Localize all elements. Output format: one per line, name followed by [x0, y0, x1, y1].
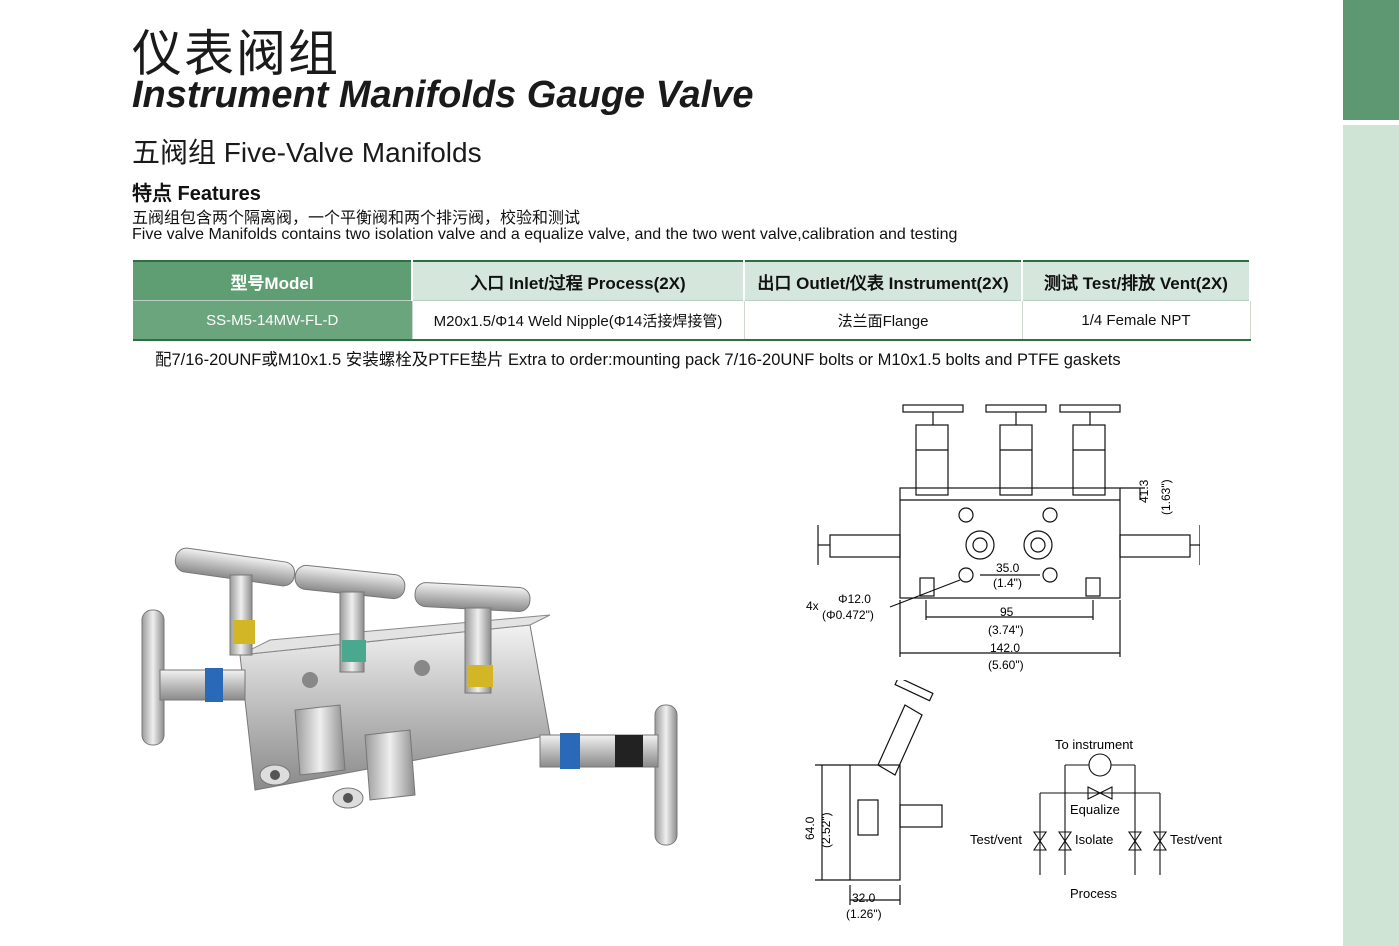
dim-5-60: (5.60") [988, 658, 1024, 672]
dim-3-74: (3.74") [988, 623, 1024, 637]
dim-1-4: (1.4") [993, 576, 1022, 590]
dim-32: 32.0 [852, 891, 876, 905]
table-header-row: 型号Model 入口 Inlet/过程 Process(2X) 出口 Outle… [133, 260, 1251, 301]
cell-test: 1/4 Female NPT [1022, 300, 1251, 341]
dim-2-52: (2.52") [819, 812, 833, 848]
dim-35: 35.0 [996, 561, 1020, 575]
label-process: Process [1070, 886, 1117, 901]
col-header-inlet: 入口 Inlet/过程 Process(2X) [412, 260, 745, 301]
dim-64: 64.0 [803, 816, 817, 840]
label-equalize: Equalize [1070, 802, 1120, 817]
side-accent-bar-top [1343, 0, 1399, 120]
right-handle [654, 704, 678, 846]
features-text-en: Five valve Manifolds contains two isolat… [132, 226, 958, 243]
cell-model: SS-M5-14MW-FL-D [133, 300, 413, 341]
dimension-drawing: 41.3 (1.63") 35.0 (1.4") 4x Φ12.0 (Φ0.47… [806, 404, 1200, 672]
dim-95: 95 [1000, 605, 1014, 619]
features-text-cn: 五阀组包含两个隔离阀，一个平衡阀和两个排污阀，校验和测试 [132, 208, 581, 227]
side-view-drawing: 64.0 (2.52") 32.0 (1.26") [803, 680, 943, 921]
dim-4x: 4x [806, 599, 819, 613]
dim-1-63: (1.63") [1159, 479, 1173, 515]
col-header-test: 测试 Test/排放 Vent(2X) [1022, 260, 1251, 301]
cell-outlet: 法兰面Flange [744, 300, 1023, 341]
dim-1-26: (1.26") [846, 907, 882, 921]
label-isolate: Isolate [1075, 832, 1113, 847]
cell-inlet: M20x1.5/Φ14 Weld Nipple(Φ14活接焊接管) [412, 300, 745, 341]
col-header-outlet: 出口 Outlet/仪表 Instrument(2X) [744, 260, 1023, 301]
order-note: 配7/16-20UNF或M10x1.5 安装螺栓及PTFE垫片 Extra to… [155, 351, 1121, 369]
section-subtitle: 五阀组 Five-Valve Manifolds [132, 137, 482, 168]
label-test-vent-left: Test/vent [970, 832, 1022, 847]
dim-phi12: Φ12.0 [838, 592, 871, 606]
spec-table: 型号Model 入口 Inlet/过程 Process(2X) 出口 Outle… [133, 260, 1251, 341]
label-to-instrument: To instrument [1055, 737, 1133, 752]
col-header-model: 型号Model [133, 260, 413, 301]
side-accent-bar-bottom [1343, 125, 1399, 946]
table-row: SS-M5-14MW-FL-D M20x1.5/Φ14 Weld Nipple(… [133, 300, 1251, 341]
features-heading: 特点 Features [132, 183, 261, 205]
product-photo [141, 547, 678, 846]
page-title-en: Instrument Manifolds Gauge Valve [132, 74, 754, 116]
dim-41-3: 41.3 [1137, 479, 1151, 503]
dim-142: 142.0 [990, 641, 1020, 655]
page-title-cn: 仪表阀组 [132, 25, 340, 83]
label-test-vent-right: Test/vent [1170, 832, 1222, 847]
dim-phi0472: (Φ0.472") [822, 608, 874, 622]
flow-schematic: To instrument Equalize Test/vent Isolate… [970, 737, 1222, 901]
